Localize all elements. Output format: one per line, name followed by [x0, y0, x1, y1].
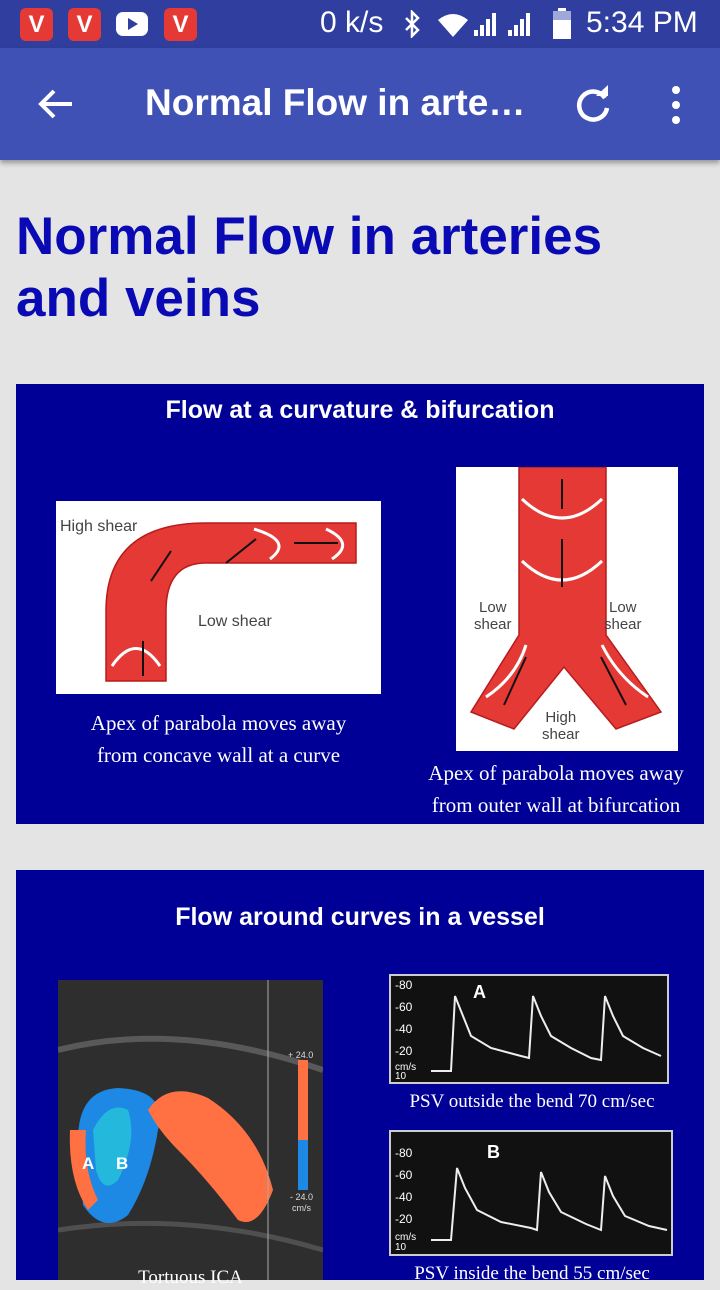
waveform-a-trace	[431, 995, 662, 1072]
slide-title: Flow at a curvature & bifurcation	[165, 396, 555, 424]
scale-unit-label: cm/s	[292, 1203, 311, 1213]
marker-b: B	[116, 1154, 129, 1173]
network-speed: 0 k/s	[320, 6, 384, 39]
vidmate-icon: V	[68, 8, 101, 41]
signal-icon	[474, 13, 530, 36]
arrow-back-icon[interactable]	[36, 84, 76, 124]
color-doppler-image: + 24.0 - 24.0 cm/s A B	[58, 980, 323, 1280]
waveform-a: -80 -60 -40 -20 cm/s 10 A	[389, 974, 669, 1084]
vidmate-icon: V	[164, 8, 197, 41]
label-low-shear: Low shear	[198, 613, 272, 630]
bluetooth-icon	[405, 10, 420, 38]
caption-curve: Apex of parabola moves away from concave…	[56, 707, 381, 771]
curve-diagram: High shear Low shear	[56, 501, 381, 694]
waveform-b-trace	[431, 1167, 668, 1241]
scale-top-label: + 24.0	[288, 1050, 314, 1060]
more-vert-icon[interactable]	[660, 84, 692, 126]
caption-line: from outer wall at bifurcation	[431, 793, 681, 817]
refresh-icon[interactable]	[572, 84, 614, 126]
status-bar: V V V 0 k/s 5:34 PM	[0, 0, 720, 48]
label-high-shear: High shear	[60, 518, 138, 535]
caption-line: from concave wall at a curve	[96, 743, 341, 767]
waveform-a-label: A	[473, 982, 486, 1002]
tortuous-ica-drawing	[58, 980, 323, 1280]
page-title: Normal Flow in arte…	[145, 82, 526, 123]
app-bar: Normal Flow in arte…	[0, 48, 720, 160]
slide-curvature-bifurcation: Flow at a curvature & bifurcation High s…	[16, 384, 704, 824]
caption-waveform-a: PSV outside the bend 70 cm/sec	[409, 1091, 655, 1112]
vidmate-icon: V	[20, 8, 53, 41]
curved-vessel-drawing	[105, 522, 357, 682]
slide-title: Flow around curves in a vessel	[175, 903, 545, 931]
waveform-b-label: B	[487, 1142, 500, 1162]
caption-waveform-b: PSV inside the bend 55 cm/sec	[414, 1263, 650, 1284]
caption-line: Apex of parabola moves away	[428, 761, 684, 785]
marker-a: A	[82, 1154, 95, 1173]
wifi-icon	[438, 14, 468, 37]
battery-icon	[553, 8, 571, 39]
article-heading: Normal Flow in arteries and veins	[16, 207, 603, 328]
scale-bottom-label: - 24.0	[290, 1192, 314, 1202]
caption-line: Apex of parabola moves away	[90, 711, 347, 735]
clock: 5:34 PM	[586, 6, 698, 39]
caption-bifurcation: Apex of parabola moves away from outer w…	[408, 757, 704, 821]
youtube-icon	[116, 12, 148, 36]
slide-curves-in-vessel: Flow around curves in a vessel + 24.0 - …	[16, 870, 704, 1288]
caption-tortuous-ica: Tortuous ICA	[138, 1267, 243, 1288]
bifurcating-vessel-drawing	[469, 466, 663, 730]
waveform-b: -80 -60 -40 -20 cm/s 10 B	[389, 1130, 673, 1256]
